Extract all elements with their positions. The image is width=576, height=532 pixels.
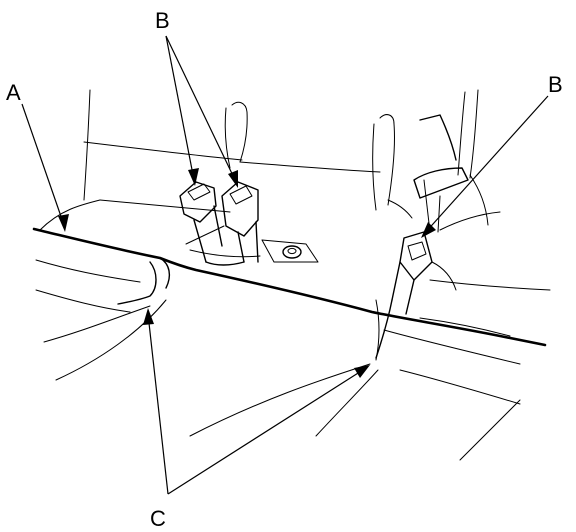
- callout-label-b-left: B: [155, 8, 170, 33]
- anchor-bolt: [261, 239, 319, 263]
- seat-cushion: [32, 227, 547, 461]
- seat-back: [39, 89, 551, 291]
- callout-label-a: A: [6, 80, 21, 105]
- callout-label-c: C: [150, 506, 166, 531]
- right-belt-buckle: [375, 114, 469, 359]
- left-buckle-pair: [179, 181, 261, 266]
- callout-label-b-right: B: [548, 72, 563, 97]
- callout-leaders: [21, 35, 549, 495]
